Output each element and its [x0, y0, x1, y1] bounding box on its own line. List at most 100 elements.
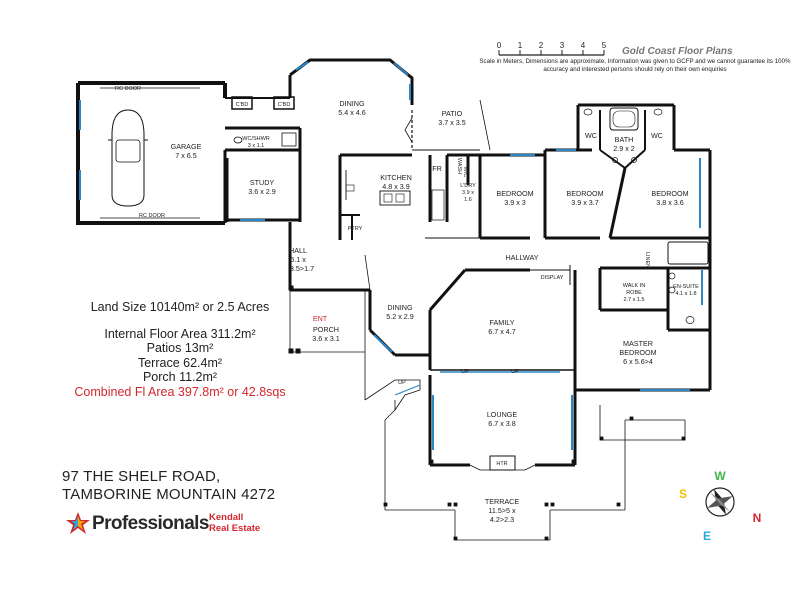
- master-suite: [573, 238, 712, 392]
- logo-sub-2: Real Estate: [209, 522, 261, 534]
- bedroom-3-label: BEDROOM: [651, 189, 688, 198]
- terrace-dim-1: 11.5>5 x: [488, 506, 516, 515]
- display-label: DISPLAY: [541, 275, 564, 281]
- address-line-2: TAMBORINE MOUNTAIN 4272: [62, 486, 276, 503]
- patio-dim: 3.7 x 3.5: [438, 118, 466, 127]
- combined-area: Combined Fl Area 397.8m² or 42.8sqs: [74, 384, 286, 399]
- hall-hallway: [288, 222, 571, 311]
- dining-top-dim: 5.4 x 4.6: [338, 108, 366, 117]
- scale-tick-1: 1: [518, 41, 523, 50]
- wc-shwr-label: WC/SHWR: [242, 136, 270, 142]
- study-dim: 3.6 x 2.9: [248, 187, 276, 196]
- scale-tick-5: 5: [602, 41, 607, 50]
- fridge-label: FR: [432, 164, 442, 173]
- lounge-dim: 6.7 x 3.8: [488, 419, 516, 428]
- property-address: 97 THE SHELF ROAD, TAMBORINE MOUNTAIN 42…: [62, 468, 275, 504]
- laundry-label: L'DRY: [460, 183, 476, 189]
- kitchen-dim: 4.8 x 3.9: [382, 182, 410, 191]
- walk-in-robe-dim: 2.7 x 1.5: [623, 297, 644, 303]
- laundry-dim-1: 3.9 x: [462, 190, 474, 196]
- compass-s: S: [679, 487, 687, 501]
- bath-dim: 2.9 x 2: [613, 144, 635, 153]
- cupboard-1-label: C'BD: [236, 102, 249, 108]
- entry-label: ENT: [313, 314, 328, 323]
- bedroom-1-dim: 3.9 x 3: [504, 198, 526, 207]
- kitchen-label: KITCHEN: [380, 173, 412, 182]
- compass-n: N: [753, 511, 762, 525]
- cupboard-2-label: C'BD: [278, 102, 291, 108]
- lounge: [428, 375, 577, 471]
- brand-logo-text: Gold Coast Floor Plans: [622, 46, 733, 57]
- scale-tick-0: 0: [497, 41, 502, 50]
- logo-sub-1: Kendall: [209, 512, 244, 523]
- up-label-1: UP: [461, 369, 469, 375]
- up-label-2: UP: [511, 369, 519, 375]
- address-line-1: 97 THE SHELF ROAD,: [62, 468, 221, 485]
- garage-rc-door-top: RC DOOR: [115, 86, 141, 92]
- hallway-label: HALLWAY: [505, 253, 538, 262]
- wc-shwr-dim: 3 x 1.1: [248, 143, 265, 149]
- garage: [76, 81, 227, 225]
- family-dim: 6.7 x 4.7: [488, 327, 516, 336]
- agency-logo: Professionals Kendall Real Estate: [64, 510, 294, 540]
- bedroom-3-dim: 3.8 x 3.6: [656, 198, 684, 207]
- compass-w: W: [714, 469, 726, 483]
- logo-subtitle: Kendall Real Estate: [209, 512, 261, 534]
- walk-in-robe-label-2: ROBE: [626, 290, 642, 296]
- cupboards-study: [225, 75, 302, 222]
- scale-tick-2: 2: [539, 41, 544, 50]
- bath-label: BATH: [615, 135, 634, 144]
- porch-family: [288, 285, 575, 400]
- walk-in-robe-label: WALK IN: [623, 283, 645, 289]
- bedroom-1-label: BEDROOM: [496, 189, 533, 198]
- linen-label: LINEN: [644, 252, 650, 268]
- kitchen-laundry: [340, 153, 482, 240]
- heater-label: HTR: [496, 461, 507, 467]
- area-stats: Land Size 10140m² or 2.5 Acres Internal …: [60, 300, 300, 399]
- hall-label: HALL: [289, 246, 307, 255]
- terrace-dim-2: 4.2>2.3: [490, 515, 514, 524]
- porch-label: PORCH: [313, 325, 339, 334]
- dining-patio: [289, 58, 491, 240]
- family-label: FAMILY: [489, 318, 514, 327]
- logo-wordmark: Professionals: [92, 513, 209, 534]
- wash-wc-dim: W/C: [462, 167, 468, 178]
- master-dim: 6 x 5.6>4: [623, 357, 653, 366]
- professionals-star-icon: [66, 512, 90, 534]
- porch-area: Porch 11.2m²: [142, 370, 218, 384]
- terrace-label: TERRACE: [485, 497, 520, 506]
- patios-area: Patios 13m²: [146, 341, 214, 355]
- bedroom-2-dim: 3.9 x 3.7: [571, 198, 599, 207]
- garage-rc-door-bottom: RC DOOR: [139, 213, 165, 219]
- dining-lower-dim: 5.2 x 2.9: [386, 312, 414, 321]
- bedroom-2-label: BEDROOM: [566, 189, 603, 198]
- lounge-label: LOUNGE: [487, 410, 518, 419]
- land-size: Land Size 10140m² or 2.5 Acres: [90, 300, 270, 314]
- master-label: MASTER: [623, 339, 653, 348]
- en-suite-dim: 4.1 x 1.8: [675, 291, 696, 297]
- pantry-label: PTRY: [348, 226, 363, 232]
- scale-tick-4: 4: [581, 41, 586, 50]
- terrace-area: Terrace 62.4m²: [137, 355, 223, 370]
- garage-dim: 7 x 6.5: [175, 151, 197, 160]
- master-label-2: BEDROOM: [619, 348, 656, 357]
- dining-top-label: DINING: [339, 99, 365, 108]
- wc-left-label: WC: [585, 131, 597, 140]
- garage-label: GARAGE: [171, 142, 202, 151]
- study-label: STUDY: [250, 178, 275, 187]
- up-label-3: UP: [398, 380, 406, 386]
- terrace: [364, 379, 686, 541]
- dining-lower-label: DINING: [387, 303, 413, 312]
- scale-tick-3: 3: [560, 41, 565, 50]
- disclaimer: Scale in Meters, Dimensions are approxim…: [479, 58, 791, 73]
- hall-dim-2: 3.5>1.7: [290, 264, 314, 273]
- laundry-dim-2: 1.6: [464, 197, 472, 203]
- scale-bar: 0 1 2 3 4 5: [497, 41, 607, 56]
- porch-dim: 3.6 x 3.1: [312, 334, 340, 343]
- bedrooms-bath: [480, 103, 712, 240]
- compass-icon: [705, 487, 735, 517]
- internal-area: Internal Floor Area 311.2m²: [104, 326, 256, 341]
- en-suite-label: EN-SUITE: [673, 284, 699, 290]
- wc-right-label: WC: [651, 131, 663, 140]
